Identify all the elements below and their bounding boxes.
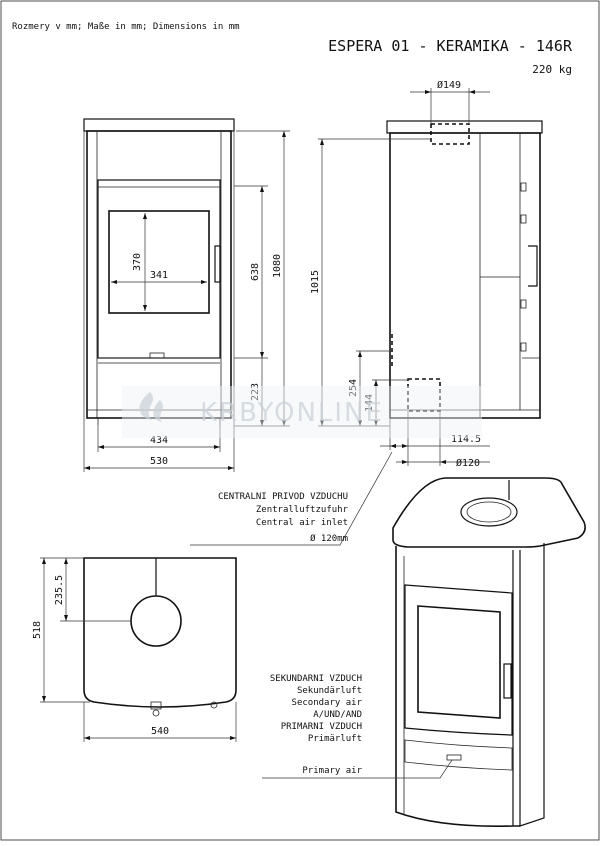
air-inlet-low-dim: 144 bbox=[364, 394, 375, 412]
iso-handle bbox=[503, 663, 512, 699]
iso-flue-opening bbox=[460, 497, 518, 527]
side-air-inlet bbox=[407, 378, 441, 412]
side-door-handle bbox=[528, 245, 538, 287]
top-depth-flue-dim: 235.5 bbox=[54, 575, 65, 605]
side-flue-collar bbox=[430, 123, 470, 145]
isometric-view bbox=[392, 477, 586, 828]
front-view: 370 341 638 223 1080 434 530 bbox=[83, 118, 290, 472]
top-outline bbox=[83, 557, 237, 708]
top-depth-dim: 518 bbox=[32, 621, 43, 639]
central-air-label-en: Central air inlet bbox=[256, 518, 348, 528]
top-flue-circle bbox=[130, 595, 182, 647]
air-inlet-offset-dim: 114.5 bbox=[451, 434, 481, 445]
secondary-air-label-en: Secondary air bbox=[292, 698, 363, 708]
front-window bbox=[108, 210, 210, 314]
window-height-dim: 370 bbox=[132, 253, 143, 271]
door-height-dim: 638 bbox=[250, 263, 261, 281]
base-height-dim: 223 bbox=[250, 383, 261, 401]
central-air-callout: CENTRALNI PRIVOD VZDUCHU Zentralluftzufu… bbox=[190, 451, 393, 546]
side-top-plate bbox=[386, 120, 543, 134]
iso-window bbox=[417, 605, 501, 719]
front-door-handle bbox=[214, 245, 221, 283]
primary-air-label-de: Primärluft bbox=[308, 734, 362, 744]
front-inner-width-dim: 434 bbox=[150, 435, 168, 446]
central-air-label-dia: Ø 120mm bbox=[310, 533, 348, 544]
secondary-air-label-cz: SEKUNDARNI VZDUCH bbox=[270, 674, 362, 684]
window-width-dim: 341 bbox=[150, 270, 168, 281]
top-width-dim: 540 bbox=[151, 726, 169, 737]
central-air-label-cz: CENTRALNI PRIVOD VZDUCHU bbox=[218, 492, 348, 502]
secondary-air-label-de: Sekundärluft bbox=[297, 686, 362, 696]
primary-air-label-en: Primary air bbox=[302, 766, 362, 776]
air-control-callout: SEKUNDARNI VZDUCH Sekundärluft Secondary… bbox=[262, 674, 453, 779]
total-height-dim: 1080 bbox=[272, 254, 283, 278]
side-view: Ø149 1015 254 144 114.5 Ø120 bbox=[310, 79, 543, 469]
flue-dia-dim: Ø149 bbox=[437, 79, 461, 91]
front-air-slider bbox=[149, 352, 165, 359]
iso-door bbox=[404, 584, 513, 736]
iso-air-slider bbox=[446, 754, 462, 761]
model-title: ESPERA 01 - KERAMIKA - 146R bbox=[328, 37, 573, 55]
front-width-dim: 530 bbox=[150, 456, 168, 467]
central-air-label-de: Zentralluftzufuhr bbox=[256, 505, 349, 515]
air-inlet-height-dim: 254 bbox=[348, 379, 359, 397]
units-note: Rozmery v mm; Maße in mm; Dimensions in … bbox=[12, 22, 240, 32]
flue-height-dim: 1015 bbox=[310, 270, 321, 294]
side-body bbox=[389, 132, 541, 419]
iso-top bbox=[392, 477, 586, 548]
front-door bbox=[97, 179, 221, 359]
svg-text:KRBYONLINE: KRBYONLINE bbox=[200, 398, 384, 428]
primary-air-label-cz: PRIMARNI VZDUCH bbox=[281, 722, 362, 732]
watermark: KRBYONLINE bbox=[122, 386, 482, 438]
weight-label: 220 kg bbox=[532, 63, 572, 76]
top-view: 235.5 518 540 bbox=[32, 557, 237, 742]
front-top-plate bbox=[83, 118, 235, 132]
air-inlet-dia-dim: Ø120 bbox=[456, 457, 480, 469]
and-label: A/UND/AND bbox=[313, 710, 362, 720]
